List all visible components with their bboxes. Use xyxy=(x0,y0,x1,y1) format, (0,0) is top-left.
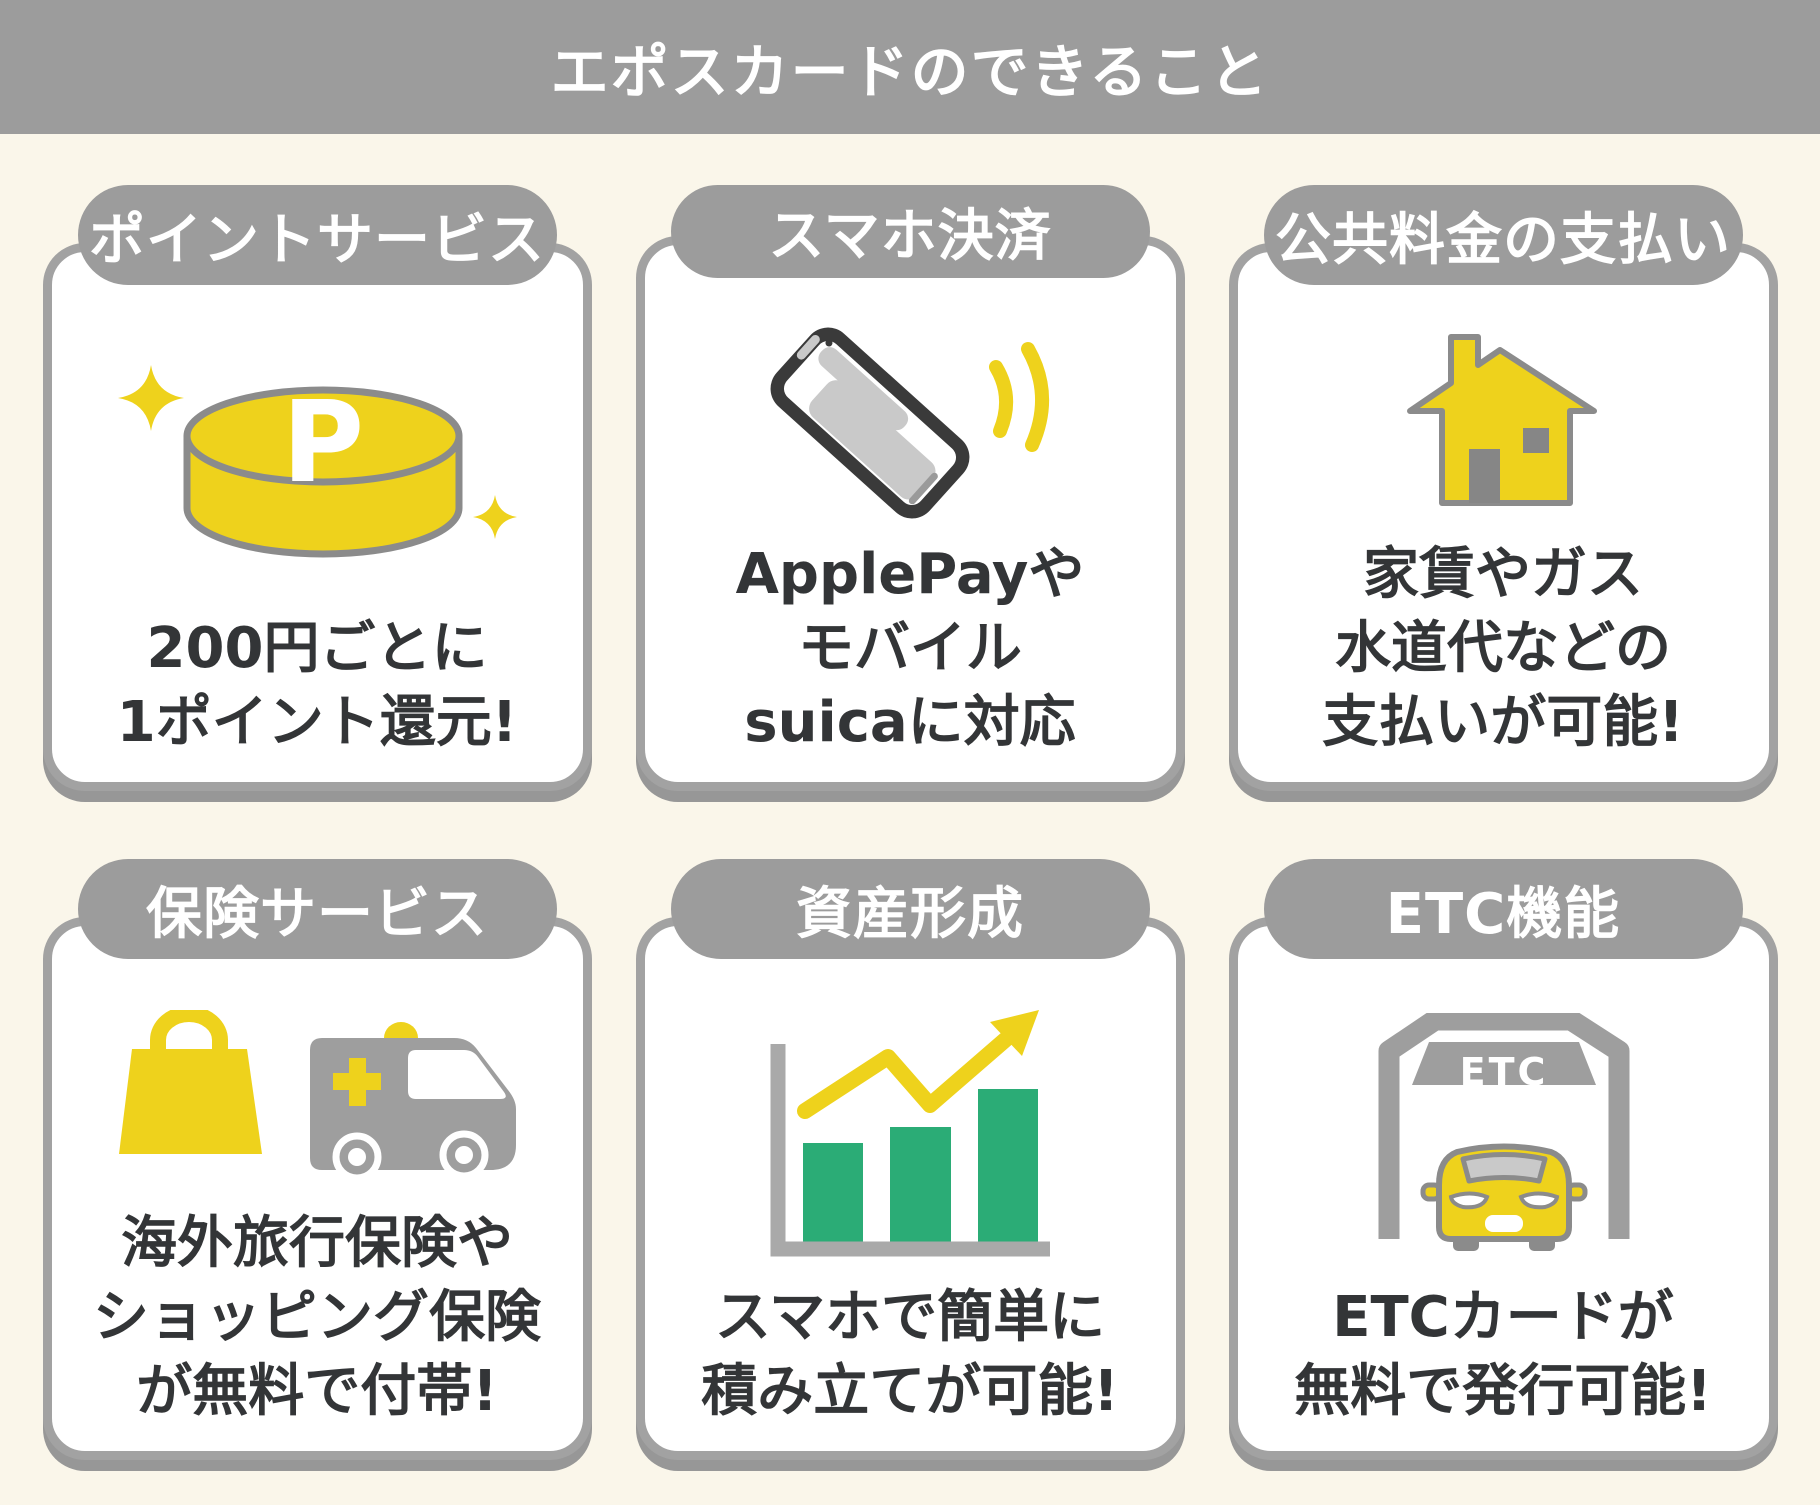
card-title: 資産形成 xyxy=(796,881,1024,947)
card-asset-building: 資産形成 スマホで簡単に 積み立てが可能! xyxy=(635,859,1185,1460)
card-body: スマホで簡単に 積み立てが可能! xyxy=(635,917,1185,1460)
card-title: 公共料金の支払い xyxy=(1275,207,1731,273)
nfc-wave-icon xyxy=(989,360,1014,439)
growth-chart-icon xyxy=(770,1009,1050,1257)
caption-line: ETCカードが xyxy=(1332,1285,1674,1351)
caption-line: 1ポイント還元! xyxy=(116,690,518,756)
card-title: ポイントサービス xyxy=(89,207,545,273)
card-title-pill: 公共料金の支払い xyxy=(1263,185,1743,285)
card-title: スマホ決済 xyxy=(768,204,1052,270)
shopping-bag-icon xyxy=(150,1009,228,1052)
card-caption: 200円ごとに 1ポイント還元! xyxy=(72,612,563,760)
caption-line: 200円ごとに xyxy=(146,616,488,682)
card-utility-payment: 公共料金の支払い 家賃やガス 水道代などの 支払いが可能! xyxy=(1228,185,1778,791)
card-etc-function: ETC機能 ETC xyxy=(1228,859,1778,1460)
nfc-wave-icon xyxy=(1021,342,1050,453)
card-caption: ETCカードが 無料で発行可能! xyxy=(1258,1281,1749,1429)
etc-gate xyxy=(1378,1012,1630,1239)
card-title-pill: ポイントサービス xyxy=(77,185,557,285)
card-title-pill: ETC機能 xyxy=(1263,859,1743,959)
bar xyxy=(890,1126,951,1242)
header-band: エポスカードのできること xyxy=(0,0,1820,134)
card-caption: スマホで簡単に 積み立てが可能! xyxy=(665,1281,1156,1429)
card-title-pill: 保険サービス xyxy=(77,859,557,959)
car-icon xyxy=(1420,1143,1588,1251)
card-title: ETC機能 xyxy=(1385,881,1621,947)
card-caption: 海外旅行保険や ショッピング保険 が無料で付帯! xyxy=(72,1207,563,1429)
point-coin-icon: P xyxy=(118,365,517,558)
card-smartphone-payment: スマホ決済 Ap xyxy=(635,185,1185,791)
growth-arrow-icon xyxy=(797,1031,1013,1119)
card-caption: ApplePayや モバイル suicaに対応 xyxy=(665,538,1156,760)
sparkle-icon xyxy=(118,365,184,432)
caption-line: 水道代などの xyxy=(1335,616,1671,682)
icon-area xyxy=(665,303,1156,538)
house-icon xyxy=(1407,334,1597,507)
coin-letter: P xyxy=(282,378,364,508)
caption-line: 海外旅行保険や xyxy=(121,1211,513,1277)
card-point-service: ポイントサービス P 200円ごとに 1ポイント還元! xyxy=(42,185,592,791)
card-title-pill: 資産形成 xyxy=(670,859,1150,959)
caption-line: 家賃やガス xyxy=(1363,542,1643,608)
card-body: ApplePayや モバイル suicaに対応 xyxy=(635,236,1185,791)
axes xyxy=(770,1043,1050,1257)
card-title-pill: スマホ決済 xyxy=(670,185,1150,279)
etc-gate-label: ETC xyxy=(1460,1050,1549,1094)
caption-line: スマホで簡単に xyxy=(714,1285,1106,1351)
door xyxy=(1469,449,1500,504)
card-title: 保険サービス xyxy=(146,881,488,947)
feature-card-grid: ポイントサービス P 200円ごとに 1ポイント還元! スマホ決済 xyxy=(0,134,1820,1460)
caption-line: ショッピング保険 xyxy=(93,1285,541,1351)
ambulance-beacon xyxy=(384,1021,418,1038)
card-body: 海外旅行保険や ショッピング保険 が無料で付帯! xyxy=(42,917,592,1460)
card-caption: 家賃やガス 水道代などの 支払いが可能! xyxy=(1258,538,1749,760)
caption-line: が無料で付帯! xyxy=(136,1359,498,1425)
caption-line: 無料で発行可能! xyxy=(1294,1359,1712,1425)
page-title: エポスカードのできること xyxy=(550,38,1270,106)
card-body: 家賃やガス 水道代などの 支払いが可能! xyxy=(1228,243,1778,791)
icon-area xyxy=(665,984,1156,1281)
window xyxy=(1523,428,1549,454)
caption-line: モバイル xyxy=(798,616,1022,682)
bar xyxy=(978,1088,1038,1242)
smartphone-payment-icon xyxy=(770,327,1050,519)
icon-area xyxy=(72,984,563,1207)
icon-area xyxy=(1258,310,1749,538)
shopping-bag-and-ambulance-icon xyxy=(119,1009,516,1182)
card-body: P 200円ごとに 1ポイント還元! xyxy=(42,243,592,791)
caption-line: 支払いが可能! xyxy=(1322,690,1684,756)
icon-area: P xyxy=(72,310,563,612)
icon-area: ETC xyxy=(1258,984,1749,1281)
sparkle-icon xyxy=(473,495,517,540)
etc-gate-car-icon: ETC xyxy=(1378,1012,1630,1251)
card-insurance-service: 保険サービス 海外旅行保険や xyxy=(42,859,592,1460)
caption-line: 積み立てが可能! xyxy=(701,1359,1119,1425)
caption-line: ApplePayや xyxy=(735,542,1085,608)
caption-line: suicaに対応 xyxy=(744,690,1076,756)
card-body: ETC ETCカードが 無料で発行可能! xyxy=(1228,917,1778,1460)
bar xyxy=(803,1142,863,1242)
